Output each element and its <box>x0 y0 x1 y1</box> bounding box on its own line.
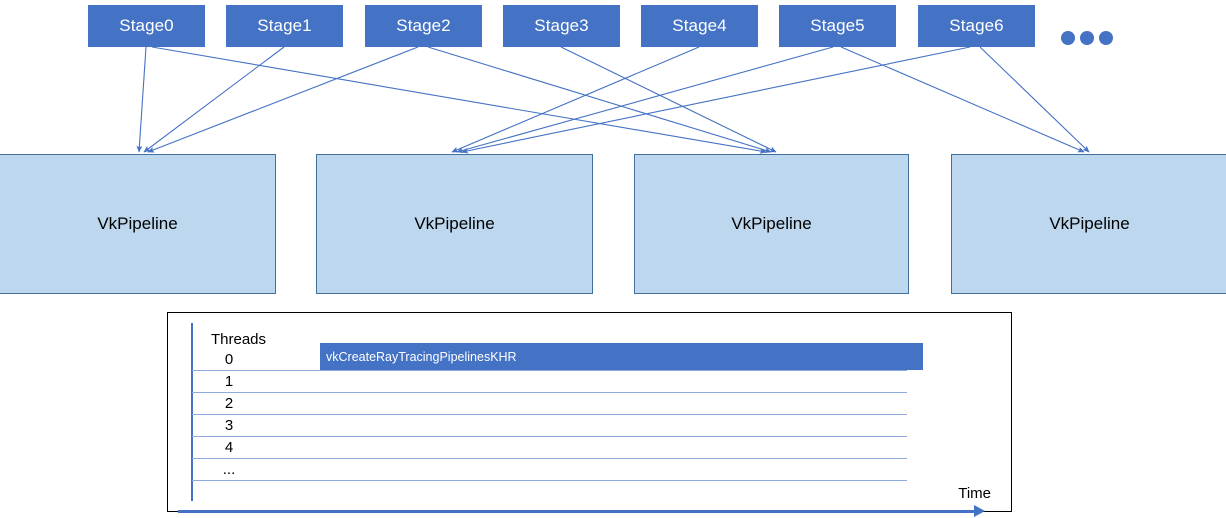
stage-box-0[interactable]: Stage0 <box>88 5 205 47</box>
stage-box-label: Stage2 <box>396 16 451 35</box>
edge-stage2-to-vkpipeline1 <box>147 46 419 153</box>
pipeline-box-label: VkPipeline <box>731 214 812 233</box>
thread-row-moremoremore[interactable]: ... <box>192 459 907 481</box>
threads-header-label: Threads <box>211 331 267 348</box>
stage-box-label: Stage1 <box>257 16 312 35</box>
more-stages-ellipsis-icon <box>1061 31 1113 47</box>
edge-stage0-to-vkpipeline1 <box>136 46 147 153</box>
edge-stage5-to-vkpipeline2 <box>456 46 834 154</box>
stage-box-5[interactable]: Stage5 <box>779 5 896 47</box>
thread-row-label: 1 <box>224 373 234 390</box>
edge-stage6-to-vkpipeline2 <box>461 46 971 154</box>
time-axis-horizontal <box>178 510 978 513</box>
edge-stage1-to-vkpipeline1 <box>143 46 285 153</box>
pipeline-box-1[interactable]: VkPipeline <box>316 154 593 294</box>
thread-row-rule <box>192 458 907 459</box>
stage-box-6[interactable]: Stage6 <box>918 5 1035 47</box>
thread-row-rule <box>192 392 907 393</box>
pipeline-box-0[interactable]: VkPipeline <box>0 154 276 294</box>
ellipsis-dot <box>1099 31 1113 45</box>
thread-row-label: 4 <box>224 439 234 456</box>
time-axis-arrowhead-icon <box>974 505 985 517</box>
thread-row-0[interactable]: 0 vkCreateRayTracingPipelinesKHR <box>192 343 923 371</box>
stage-box-1[interactable]: Stage1 <box>226 5 343 47</box>
stage-to-pipeline-edges <box>136 46 1090 154</box>
edge-stage3-to-vkpipeline3 <box>560 46 777 153</box>
thread-row-3[interactable]: 3 <box>192 415 907 437</box>
timeline-task-bar[interactable]: vkCreateRayTracingPipelinesKHR <box>320 343 923 370</box>
thread-axis-vertical <box>191 323 193 501</box>
pipeline-box-label: VkPipeline <box>97 214 178 233</box>
timeline-task-label: vkCreateRayTracingPipelinesKHR <box>326 349 517 364</box>
stage-box-label: Stage3 <box>534 16 589 35</box>
stage-box-3[interactable]: Stage3 <box>503 5 620 47</box>
thread-row-rule <box>192 370 907 371</box>
edge-stage2-to-vkpipeline3 <box>427 46 772 154</box>
thread-row-label: 2 <box>224 395 234 412</box>
edge-stage4-to-vkpipeline2 <box>451 46 700 153</box>
pipeline-box-label: VkPipeline <box>1049 214 1130 233</box>
stage-box-label: Stage0 <box>119 16 174 35</box>
stage-box-label: Stage5 <box>810 16 865 35</box>
thread-row-1[interactable]: 1 <box>192 371 907 393</box>
time-axis-label: Time <box>958 485 991 502</box>
thread-timeline-panel: Threads 0 vkCreateRayTracingPipelinesKHR 1… <box>167 312 1012 517</box>
stage-box-label: Stage4 <box>672 16 727 35</box>
pipeline-box-3[interactable]: VkPipeline <box>951 154 1226 294</box>
thread-row-label: ... <box>222 461 236 478</box>
thread-row-4[interactable]: 4 <box>192 437 907 459</box>
thread-row-label: 3 <box>224 417 234 434</box>
thread-row-rule <box>192 436 907 437</box>
pipeline-box-label: VkPipeline <box>414 214 495 233</box>
ellipsis-dot <box>1080 31 1094 45</box>
thread-row-label: 0 <box>224 351 234 368</box>
thread-row-rule <box>192 414 907 415</box>
stage-box-2[interactable]: Stage2 <box>365 5 482 47</box>
pipeline-box-2[interactable]: VkPipeline <box>634 154 909 294</box>
edge-stage5-to-vkpipeline4 <box>840 46 1085 153</box>
stage-box-4[interactable]: Stage4 <box>641 5 758 47</box>
thread-row-rule <box>192 480 907 481</box>
edge-stage0-to-vkpipeline3 <box>151 46 767 154</box>
thread-row-2[interactable]: 2 <box>192 393 907 415</box>
ellipsis-dot <box>1061 31 1075 45</box>
edge-stage6-to-vkpipeline4 <box>979 46 1090 153</box>
stage-box-label: Stage6 <box>949 16 1004 35</box>
